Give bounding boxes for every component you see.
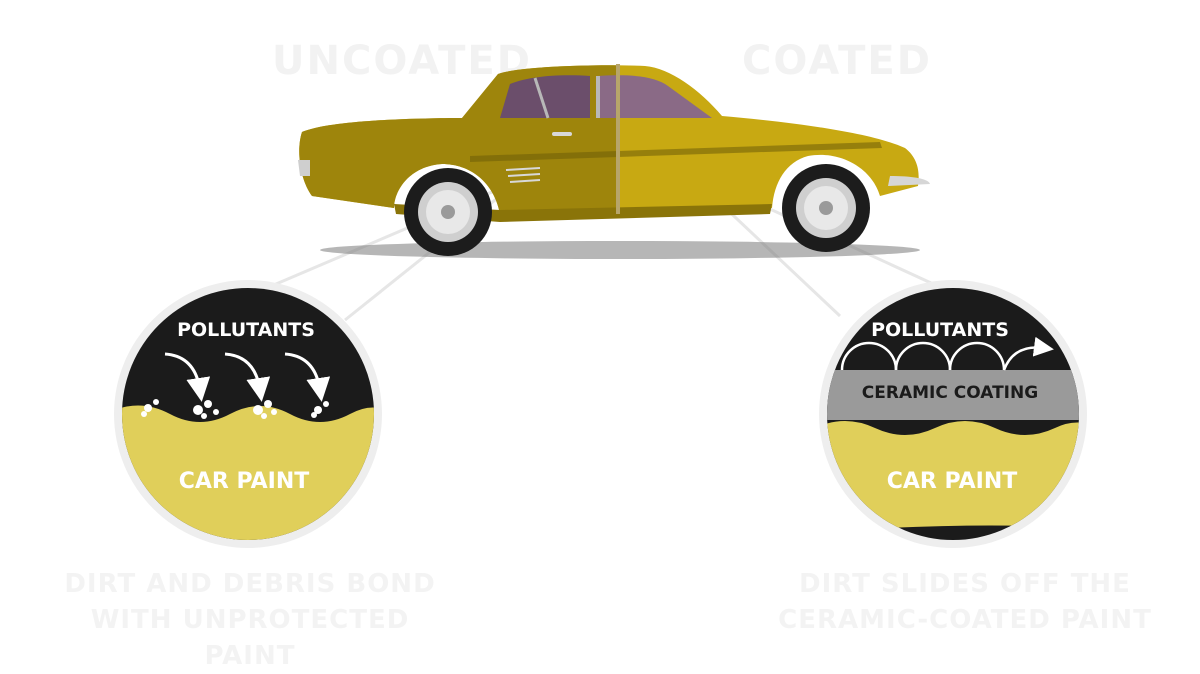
right-paint-layer [827, 421, 1079, 532]
ceramic-coating-layer [827, 370, 1079, 420]
uncoated-header: UNCOATED [272, 38, 532, 84]
pollutant-arrows [164, 352, 331, 402]
rear-wheel [404, 168, 492, 256]
right-caption: DIRT SLIDES OFF THE CERAMIC-COATED PAINT [770, 566, 1160, 638]
right-caption-line-2: CERAMIC-COATED PAINT [778, 605, 1152, 635]
right-pollutants-label: POLLUTANTS [871, 319, 1009, 341]
rear-window [500, 75, 590, 118]
ceramic-coating-label: CERAMIC COATING [862, 383, 1038, 403]
front-wheel [782, 164, 870, 252]
coated-paint-circle: POLLUTANTS CERAMIC COATING CAR PAINT [819, 280, 1087, 548]
left-caption: DIRT AND DEBRIS BOND WITH UNPROTECTED PA… [60, 566, 440, 674]
uncoated-paint-circle: POLLUTANTS CAR PAINT [114, 280, 382, 548]
debris-particles [141, 399, 329, 419]
car-body [298, 64, 930, 222]
front-window [598, 75, 712, 118]
left-caption-line-1: DIRT AND DEBRIS BOND [64, 569, 436, 599]
left-caption-line-2: WITH UNPROTECTED PAINT [90, 605, 410, 671]
deflection-arcs [840, 336, 1054, 371]
left-pollutants-label: POLLUTANTS [177, 319, 315, 341]
right-caption-line-1: DIRT SLIDES OFF THE [799, 569, 1131, 599]
left-car-paint-label: CAR PAINT [179, 469, 310, 494]
car [298, 64, 930, 259]
right-car-paint-label: CAR PAINT [887, 469, 1018, 494]
coated-header: COATED [742, 38, 932, 84]
